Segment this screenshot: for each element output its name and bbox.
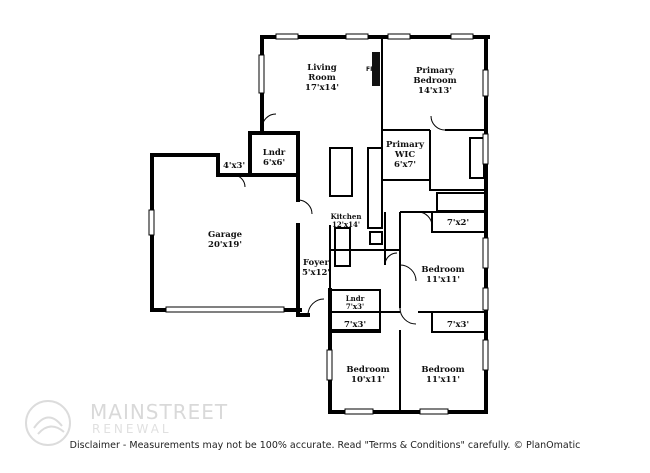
laundry-main-name: Lndr [262, 148, 286, 158]
living-room-name-2: Room [308, 73, 336, 83]
living-room-label: Living Room 17'x14' [305, 63, 339, 93]
bedroom-sw-name: Bedroom [346, 365, 390, 375]
foyer-label: Foyer 5'x12' [302, 258, 330, 278]
laundry-main-label: Lndr 6'x6' [263, 148, 286, 168]
bedroom-east-dims: 11'x11' [426, 275, 460, 285]
closet-4x3-label: 4'x3' [223, 161, 245, 171]
fireplace-box [372, 52, 380, 86]
bedroom-se-name: Bedroom [421, 365, 465, 375]
primary-wic-label: Primary WIC 6'x7' [386, 140, 424, 170]
closet-7x2-dims: 7'x2' [446, 218, 470, 228]
bedroom-se-dims: 11'x11' [426, 375, 460, 385]
disclaimer-text: Disclaimer - Measurements may not be 100… [69, 440, 581, 451]
wall-laundry [216, 131, 300, 177]
living-room-name-1: Living [307, 63, 337, 73]
closet-7x3-right-label: 7'x3' [447, 320, 469, 330]
bedroom-sw-dims: 10'x11' [351, 375, 385, 385]
garage-dims: 20'x19' [208, 240, 242, 250]
logo-subtitle: RENEWAL [92, 422, 172, 436]
logo-title: MAINSTREET [90, 400, 229, 424]
bedroom-east-name: Bedroom [421, 265, 465, 275]
primary-bedroom-dims: 14'x13' [418, 86, 452, 96]
primary-wic-name-2: WIC [394, 150, 416, 160]
primary-wic-dims: 6'x7' [393, 160, 417, 170]
primary-bedroom-name-2: Bedroom [413, 76, 457, 86]
laundry-main-dims: 6'x6' [262, 158, 286, 168]
logo-mark-icon [25, 400, 71, 446]
primary-bedroom-label: Primary Bedroom 14'x13' [413, 66, 456, 96]
laundry-small-dims: 7'x3' [345, 302, 365, 311]
closet-7x3-left-dims: 7'x3' [343, 320, 367, 330]
closet-7x3-left-label: 7'x3' [344, 320, 366, 330]
primary-bedroom-name-1: Primary [415, 66, 455, 76]
closet-7x2-label: 7'x2' [447, 218, 469, 228]
garage-label: Garage 20'x19' [208, 230, 242, 250]
bedroom-se-label: Bedroom 11'x11' [421, 365, 464, 385]
living-room-dims: 17'x14' [305, 83, 339, 93]
bedroom-east-label: Bedroom 11'x11' [421, 265, 464, 285]
kitchen-label: Kitchen 12'x14' [331, 213, 362, 229]
kitchen-dims: 12'x14' [332, 220, 360, 229]
closet-7x3-right-dims: 7'x3' [446, 320, 470, 330]
foyer-name: Foyer [302, 258, 330, 268]
closet-4x3-dims: 4'x3' [222, 161, 246, 171]
garage-name: Garage [207, 230, 243, 240]
primary-wic-name-1: Primary [385, 140, 425, 150]
bedroom-sw-label: Bedroom 10'x11' [346, 365, 389, 385]
laundry-small-name: Lndr [345, 294, 365, 303]
kitchen-name: Kitchen [330, 212, 362, 221]
mainstreet-logo: MAINSTREET RENEWAL [20, 398, 260, 448]
laundry-small-label: Lndr 7'x3' [346, 295, 365, 311]
fireplace-label: FP [366, 66, 375, 73]
foyer-dims: 5'x12' [301, 268, 331, 278]
